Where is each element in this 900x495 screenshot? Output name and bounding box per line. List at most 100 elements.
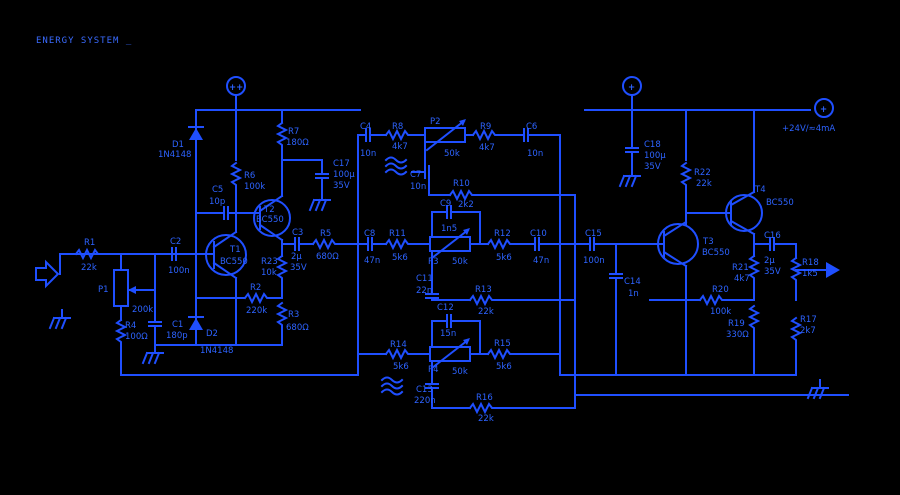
resistor-r17: R17 2k7 (753, 315, 817, 376)
svg-text:C3: C3 (292, 228, 303, 238)
svg-text:+: + (628, 83, 635, 93)
svg-text:C9: C9 (440, 199, 451, 209)
svg-text:C11: C11 (416, 274, 433, 284)
svg-text:1N4148: 1N4148 (158, 150, 191, 160)
svg-text:50k: 50k (444, 149, 460, 159)
resistor-r19: R19 330Ω (726, 305, 759, 376)
resistor-r12: R12 5k6 (487, 229, 536, 263)
capacitor-c5: C5 10p (195, 185, 259, 220)
transistor-t2: T2 BC550 (253, 159, 291, 242)
svg-text:BC550: BC550 (702, 248, 730, 258)
svg-text:220n: 220n (414, 396, 436, 406)
resistor-r9: R9 4k7 (472, 122, 525, 153)
svg-text:C14: C14 (624, 277, 641, 287)
resistor-r22: R22 22k (681, 109, 712, 226)
svg-text:2k2: 2k2 (458, 200, 474, 210)
svg-text:47n: 47n (364, 256, 380, 266)
svg-text:100k: 100k (710, 307, 731, 317)
svg-text:T3: T3 (702, 237, 714, 247)
svg-text:P4: P4 (428, 365, 439, 375)
svg-text:5k6: 5k6 (393, 362, 409, 372)
potentiometer-p2: P2 50k (424, 117, 474, 173)
svg-text:4k7: 4k7 (479, 143, 495, 153)
svg-text:C12: C12 (437, 303, 454, 313)
transistor-t4: T4 BC550 (725, 109, 794, 245)
svg-text:R11: R11 (389, 229, 406, 239)
svg-text:10n: 10n (527, 149, 543, 159)
svg-text:680Ω: 680Ω (286, 323, 309, 333)
svg-text:BC550: BC550 (766, 198, 794, 208)
svg-text:R12: R12 (494, 229, 511, 239)
supply-terminal-1: ++ (226, 76, 246, 96)
svg-text:R10: R10 (453, 179, 470, 189)
svg-text:R2: R2 (250, 283, 261, 293)
ground-symbol (49, 309, 71, 329)
capacitor-c10: C10 47n (530, 229, 591, 266)
svg-text:R21: R21 (732, 263, 749, 273)
header-title: ENERGY SYSTEM _ (36, 36, 133, 46)
svg-text:P3: P3 (428, 257, 439, 267)
svg-text:22n: 22n (416, 286, 432, 296)
resistor-r18: R18 1k5 (791, 243, 827, 301)
svg-text:C7: C7 (410, 170, 421, 180)
svg-text:C15: C15 (585, 229, 602, 239)
svg-text:P2: P2 (430, 117, 441, 127)
svg-text:4k7: 4k7 (734, 274, 750, 284)
svg-text:P1: P1 (98, 285, 109, 295)
waveform-icon (384, 156, 408, 176)
svg-text:22k: 22k (696, 179, 712, 189)
svg-text:22k: 22k (478, 307, 494, 317)
capacitor-c9: C9 1n5 (431, 199, 481, 245)
svg-text:10n: 10n (360, 149, 376, 159)
svg-text:100k: 100k (244, 182, 265, 192)
svg-text:C17: C17 (333, 159, 350, 169)
waveform-icon (380, 376, 404, 396)
svg-text:R16: R16 (476, 393, 493, 403)
svg-text:180p: 180p (166, 331, 188, 341)
capacitor-c13: C13 220n (414, 360, 439, 409)
svg-text:C16: C16 (764, 231, 781, 241)
svg-text:C8: C8 (364, 229, 375, 239)
capacitor-c16: C16 2μ 35V (753, 231, 797, 277)
svg-text:47n: 47n (533, 256, 549, 266)
capacitor-c8: C8 47n (357, 229, 387, 266)
svg-text:R5: R5 (320, 229, 331, 239)
capacitor-c15: C15 100n (583, 229, 665, 266)
resistor-r7: R7 180Ω (277, 109, 309, 161)
resistor-r23: R23 10k (261, 239, 287, 299)
svg-text:R23: R23 (261, 257, 278, 267)
svg-text:+: + (820, 105, 827, 115)
capacitor-c17: C17 100μ 35V (281, 159, 355, 211)
svg-text:++: ++ (229, 83, 243, 93)
svg-text:T2: T2 (263, 205, 275, 215)
svg-text:180Ω: 180Ω (286, 138, 309, 148)
svg-text:C5: C5 (212, 185, 223, 195)
svg-text:BC550: BC550 (220, 257, 248, 267)
transistor-t3: T3 BC550 (657, 220, 730, 376)
transistor-t1: T1 BC550 (205, 221, 248, 346)
svg-text:2μ: 2μ (764, 256, 775, 266)
svg-text:2k7: 2k7 (800, 326, 816, 336)
svg-text:R8: R8 (392, 122, 403, 132)
capacitor-c4: C4 10n (357, 122, 387, 159)
svg-text:R4: R4 (125, 321, 136, 331)
capacitor-c18: C18 100μ 35V (619, 109, 666, 187)
svg-text:10n: 10n (410, 182, 426, 192)
svg-text:C13: C13 (416, 385, 433, 395)
svg-text:35V: 35V (764, 267, 781, 277)
potentiometer-p1: P1 200k (98, 253, 156, 321)
svg-text:1k5: 1k5 (802, 269, 818, 279)
svg-text:R20: R20 (712, 285, 729, 295)
resistor-r8: R8 4k7 (385, 122, 426, 152)
svg-text:R19: R19 (728, 319, 745, 329)
svg-text:100n: 100n (168, 266, 190, 276)
resistor-r13: R13 22k (469, 285, 576, 317)
svg-text:100n: 100n (583, 256, 605, 266)
svg-text:50k: 50k (452, 257, 468, 267)
supply-note: +24V/≈4mA (782, 124, 835, 134)
svg-text:D1: D1 (172, 140, 184, 150)
resistor-r15: R15 5k6 (487, 339, 561, 372)
supply-terminal-2: + (622, 76, 642, 96)
svg-text:15n: 15n (440, 329, 456, 339)
svg-text:R18: R18 (802, 258, 819, 268)
